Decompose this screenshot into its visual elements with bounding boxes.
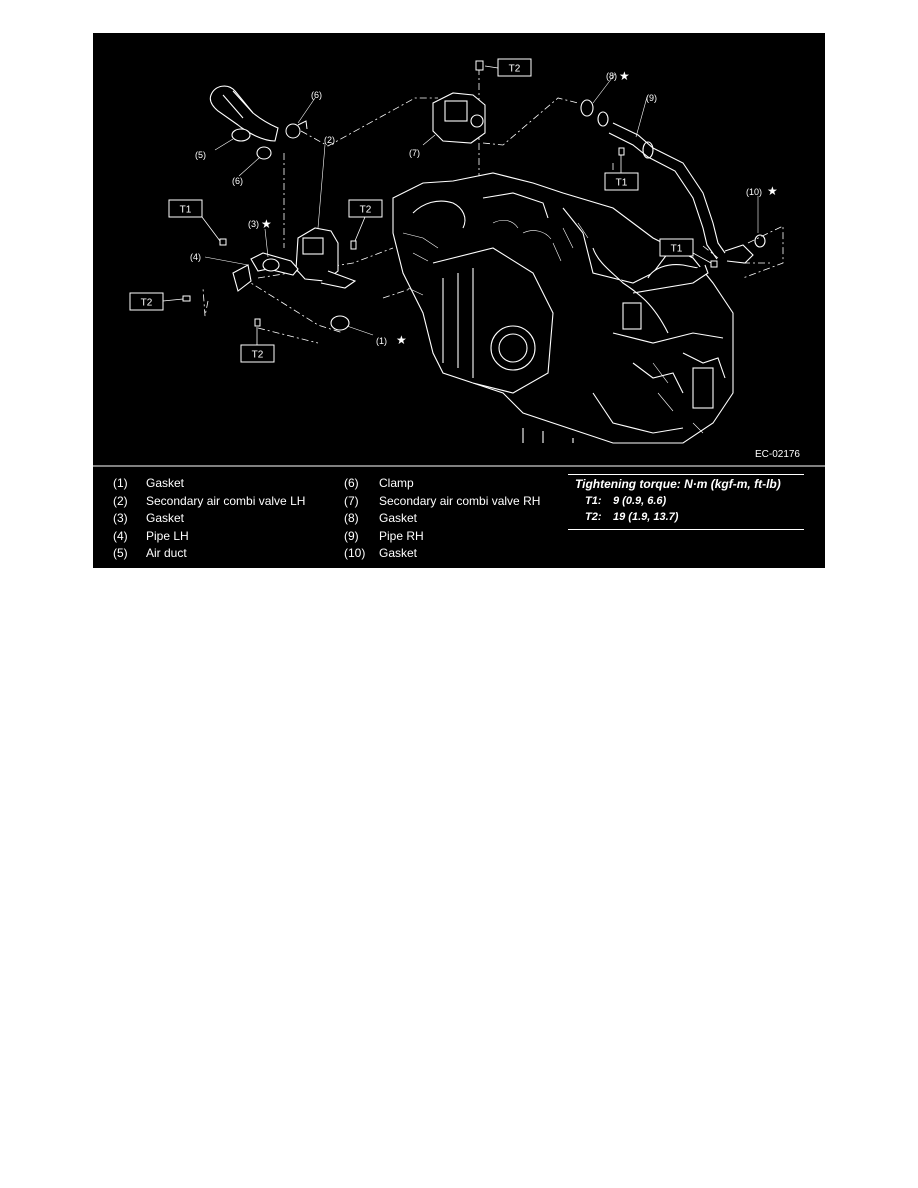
- star-icon: ★: [767, 184, 778, 198]
- torque-row: T2:19 (1.9, 13.7): [585, 511, 679, 523]
- legend-item: (4)Pipe LH: [113, 528, 189, 543]
- callout-1: (1): [376, 336, 387, 346]
- torque-row: T1:9 (0.9, 6.6): [585, 495, 667, 507]
- callout-labels: (6) (5) (6) (2) (3) (4) (1) (7) (9) (8) …: [190, 71, 762, 346]
- tag-t1-right-upper: T1: [616, 178, 628, 189]
- engine-block-drawing: [392, 172, 734, 444]
- figure-code: EC-02176: [754, 449, 800, 460]
- star-icon: ★: [261, 217, 272, 231]
- pipe-rh-drawing: [608, 122, 766, 264]
- legend-item: (9)Pipe RH: [344, 528, 424, 543]
- callout-4: (4): [190, 252, 201, 262]
- gasket-8-drawing: [580, 99, 609, 127]
- legend-item: (5)Air duct: [113, 546, 187, 561]
- pipe-lh-drawing: [232, 252, 299, 292]
- legend-right: (6)Clamp (7)Secondary air combi valve RH…: [344, 475, 540, 563]
- tag-leaders: [162, 65, 712, 345]
- engine-detail-lines: [402, 219, 704, 434]
- callout-10: (10): [746, 187, 762, 197]
- tag-t1-right: T1: [671, 244, 683, 255]
- legend-item: (8)Gasket: [344, 511, 418, 526]
- gasket-1-drawing: [330, 315, 350, 331]
- legend-item: (1)Gasket: [113, 476, 185, 490]
- legend-item: (3)Gasket: [113, 511, 185, 526]
- callout-6a: (6): [311, 90, 322, 100]
- tag-t2-left: T2: [141, 298, 153, 309]
- callout-9: (9): [646, 93, 657, 103]
- legend-left: (1)Gasket (2)Secondary air combi valve L…: [113, 475, 305, 563]
- exploded-view-diagram: (6) (5) (6) (2) (3) (4) (1) (7) (9) (8) …: [93, 58, 825, 467]
- star-icon: ★: [396, 333, 407, 347]
- bolts-drawing: [182, 60, 718, 327]
- combi-valve-rh-drawing: [432, 92, 486, 144]
- tag-t1-left: T1: [180, 205, 192, 216]
- legend-item: (7)Secondary air combi valve RH: [344, 493, 541, 508]
- callout-5: (5): [195, 150, 206, 160]
- torque-spec-box: Tightening torque: N·m (kgf-m, ft-lb) T1…: [568, 474, 804, 530]
- legend-item: (10)Gasket: [344, 546, 418, 561]
- torque-title: Tightening torque: N·m (kgf-m, ft-lb): [575, 477, 781, 491]
- star-icon: ★: [619, 69, 630, 83]
- star-icons: ★ ★ ★ ★: [261, 69, 778, 347]
- legend-item: (2)Secondary air combi valve LH: [113, 493, 306, 508]
- legend-item: (6)Clamp: [344, 476, 414, 490]
- diagram-figure: (6) (5) (6) (2) (3) (4) (1) (7) (9) (8) …: [93, 33, 825, 568]
- tag-t2-mid: T2: [360, 205, 372, 216]
- callout-2: (2): [324, 135, 335, 145]
- callout-6b: (6): [232, 176, 243, 186]
- callout-8: (8): [606, 71, 617, 81]
- callout-7: (7): [409, 148, 420, 158]
- clamp-drawing: [285, 120, 308, 139]
- combi-valve-lh-drawing: [295, 227, 357, 289]
- callout-3: (3): [248, 219, 259, 229]
- torque-tag-boxes: [129, 58, 694, 363]
- torque-tag-labels: T2 T1 T1 T2 T1 T2 T2: [141, 64, 683, 361]
- tag-t2-bottom: T2: [252, 350, 264, 361]
- tag-t2-top: T2: [509, 64, 521, 75]
- air-duct-drawing: [209, 85, 279, 160]
- callout-leaders: [204, 73, 759, 336]
